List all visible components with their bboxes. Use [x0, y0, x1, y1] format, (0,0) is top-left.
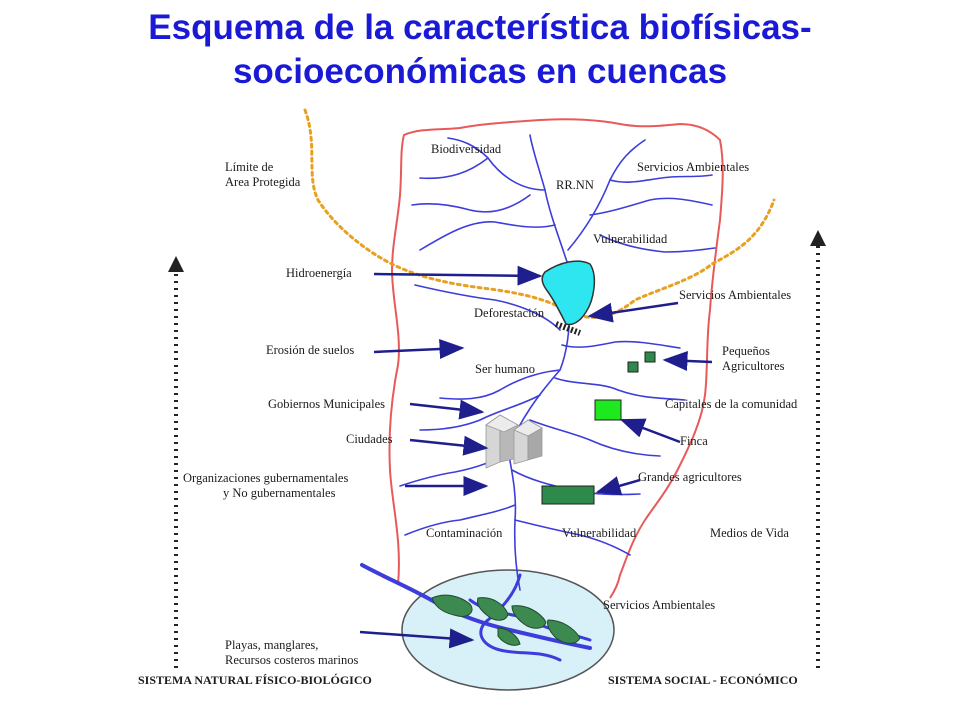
- label-cities: Ciudades: [346, 432, 393, 446]
- natural-system-arrow: [168, 256, 184, 668]
- watershed-boundary: [388, 118, 724, 599]
- small-farm-2: [644, 351, 656, 363]
- small-farm-1: [627, 361, 639, 373]
- label-environmental-services-bottom: Servicios Ambientales: [603, 598, 716, 612]
- protected-area-boundary: [303, 108, 776, 319]
- label-natural-system: SISTEMA NATURAL FÍSICO-BIOLÓGICO: [138, 673, 372, 687]
- title-line-2: socioeconómicas en cuencas: [232, 52, 728, 91]
- page-title: Esquema de la característica biofísicas-…: [0, 6, 960, 94]
- label-environmental-services-mid: Servicios Ambientales: [679, 288, 792, 302]
- dam: [554, 321, 582, 336]
- label-socioeconomic-system: SISTEMA SOCIAL - ECONÓMICO: [608, 673, 798, 687]
- river-network: [399, 134, 716, 591]
- label-contamination: Contaminación: [426, 526, 503, 540]
- label-hydropower: Hidroenergía: [286, 266, 352, 280]
- label-vulnerability-bottom: Vulnerabilidad: [562, 526, 637, 540]
- label-large-farmers: Grandes agricultores: [638, 470, 742, 484]
- label-coastal-resources: Playas, manglares,Recursos costeros mari…: [225, 638, 359, 667]
- label-farm: Finca: [680, 434, 708, 448]
- pointer-arrows: [359, 265, 713, 649]
- label-environmental-services-top: Servicios Ambientales: [637, 160, 750, 174]
- label-soil-erosion: Erosión de suelos: [266, 343, 355, 357]
- label-community-capitals: Capitales de la comunidad: [665, 397, 798, 411]
- reservoir: [541, 260, 596, 326]
- label-human-being: Ser humano: [475, 362, 536, 376]
- label-biodiversity: Biodiversidad: [431, 142, 502, 156]
- large-farm: [541, 485, 595, 505]
- city-buildings: [485, 414, 543, 469]
- mangroves: [431, 594, 581, 646]
- label-municipal-governments: Gobiernos Municipales: [268, 397, 385, 411]
- farm-plot: [594, 399, 622, 421]
- label-vulnerability-top: Vulnerabilidad: [593, 232, 668, 246]
- socioeconomic-system-arrow: [810, 230, 826, 668]
- title-line-1: Esquema de la característica biofísicas-: [148, 8, 812, 47]
- label-deforestation: Deforestación: [474, 306, 545, 320]
- label-livelihoods: Medios de Vida: [710, 526, 789, 540]
- label-natural-resources: RR.NN: [556, 178, 594, 192]
